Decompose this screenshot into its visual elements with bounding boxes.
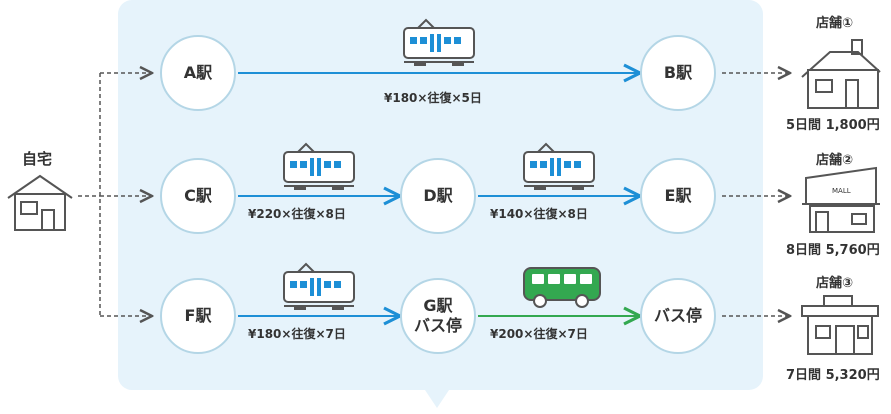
station-b-label: B駅 bbox=[663, 63, 693, 82]
store-1-name: 店舗① bbox=[816, 16, 854, 31]
bus-stop: バス停 bbox=[640, 278, 716, 354]
station-a: A駅 bbox=[160, 35, 236, 111]
station-g-bus-stop: G駅 バス停 bbox=[400, 278, 476, 354]
bus-icon bbox=[523, 267, 601, 308]
fare-a-b: ¥180×往復×5日 bbox=[384, 91, 482, 105]
store-1-summary: 5日間 1,800円 bbox=[786, 118, 880, 133]
station-g-bus-label: バス停 bbox=[413, 316, 462, 335]
route-lines bbox=[238, 73, 640, 316]
station-c: C駅 bbox=[160, 158, 236, 234]
station-e: E駅 bbox=[640, 158, 716, 234]
shop-icon bbox=[801, 295, 879, 355]
mall-sign: MALL bbox=[832, 187, 851, 195]
train-icon bbox=[283, 262, 355, 310]
store-connectors bbox=[722, 73, 790, 316]
bus-stop-label: バス停 bbox=[653, 306, 702, 325]
train-icon bbox=[283, 142, 355, 190]
station-d: D駅 bbox=[400, 158, 476, 234]
store-house-icon bbox=[801, 39, 881, 109]
store-2-name: 店舗② bbox=[816, 153, 854, 168]
station-g-label: G駅 bbox=[423, 296, 453, 315]
home-connector bbox=[78, 73, 152, 316]
train-icon bbox=[523, 142, 595, 190]
house-icon bbox=[7, 174, 73, 231]
mall-icon bbox=[802, 166, 880, 233]
station-b: B駅 bbox=[640, 35, 716, 111]
fare-g-bus: ¥200×往復×7日 bbox=[490, 327, 588, 341]
fare-c-d: ¥220×往復×8日 bbox=[248, 207, 346, 221]
station-c-label: C駅 bbox=[184, 186, 212, 205]
station-e-label: E駅 bbox=[664, 186, 692, 205]
station-f-label: F駅 bbox=[184, 306, 212, 325]
train-icon bbox=[403, 18, 475, 66]
station-d-label: D駅 bbox=[423, 186, 453, 205]
home-label: 自宅 bbox=[22, 150, 53, 168]
fare-f-g: ¥180×往復×7日 bbox=[248, 327, 346, 341]
station-a-label: A駅 bbox=[183, 63, 213, 82]
store-2-summary: 8日間 5,760円 bbox=[786, 243, 880, 258]
fare-d-e: ¥140×往復×8日 bbox=[490, 207, 588, 221]
store-3-name: 店舗③ bbox=[816, 276, 854, 291]
station-f: F駅 bbox=[160, 278, 236, 354]
store-3-summary: 7日間 5,320円 bbox=[786, 368, 880, 383]
